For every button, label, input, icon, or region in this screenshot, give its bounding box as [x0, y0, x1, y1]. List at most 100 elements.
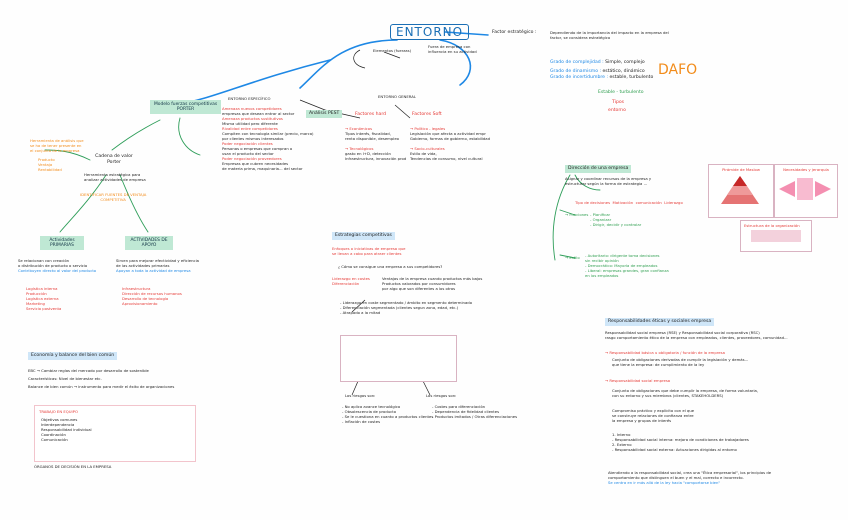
jerarquia-title: Necesidades y jerarquía: [783, 167, 829, 172]
estrategia-item: - Atrapado a la mitad: [340, 310, 381, 315]
identify-advantage: IDENTIFICAR FUENTES DE VENTAJA COMPETITI…: [80, 192, 146, 202]
nivel-line: - Responsabilidad social interna: mejora…: [612, 437, 749, 442]
ventaja-line: Ventajas de la empresa cuando productos …: [382, 276, 483, 281]
estrategias-title: Estrategias competitivas: [332, 232, 395, 240]
especifico-line: Rivalidad entre competidores: [222, 126, 278, 131]
direccion-desc: Asignar y coordinar recursos de la empre…: [565, 176, 651, 186]
porter-name: PORTER: [176, 107, 195, 112]
maslow-pyramid-image: Pirámide de Maslow: [708, 164, 774, 218]
factor-row-key: Grado de complejidad :: [550, 60, 604, 65]
riesgos-right: - Costes para diferenciación - Dependenc…: [432, 404, 517, 419]
primarias-badge: Actividades PRIMARIAS: [40, 236, 84, 250]
entorno-general-title: ENTORNO GENERAL: [378, 94, 416, 99]
factor-row-key: Grado de incertidumbre :: [550, 75, 608, 80]
estrategias-ventajas: Ventajas de la empresa cuando productos …: [382, 276, 482, 291]
compromiso-line: la empresa y grupos de interés: [612, 418, 672, 423]
economia-title: Economía y balance del bien común: [28, 352, 118, 360]
especifico-line: Poder negociación clientes: [222, 141, 273, 146]
especifico-line: Amenaza productos sustitutivos: [222, 116, 283, 121]
diferenciacion: Diferenciación: [332, 281, 360, 286]
estilo-item: - Liberal: empresas grandes, gran confia…: [585, 268, 669, 273]
analisis-pest-label: Análisis PEST: [306, 110, 343, 118]
legend-item: Responsabilidad individual: [41, 427, 92, 432]
especifico-line: Compiten con tecnología similar (precio,…: [222, 131, 314, 136]
factores-hard-label: Factores hard: [355, 112, 387, 117]
primarias-list: Logística interna Producción Logística e…: [26, 286, 61, 311]
riesgo-item: - No aplica avance tecnológico: [342, 404, 401, 409]
apoyo-desc-line: Apoyan a toda la actividad de empresa: [116, 268, 191, 273]
cadena-valor-title: Cadena de valor Porter: [95, 154, 133, 165]
estrategias-types: Liderazgo en costes Diferenciación: [332, 276, 370, 286]
especifico-line: Empresas que cubren necesidades: [222, 161, 289, 166]
especifico-line: Personas o empresas que compran o: [222, 146, 293, 151]
estrategias-diagram-image: [340, 335, 457, 382]
responsabilidad-intro: Responsabilidad social empresa (RSE) y R…: [605, 330, 788, 340]
left-note-line: el conjunto de la empresa: [30, 148, 80, 153]
cierre-line: Se centra en ir más allá de la ley hacia…: [608, 480, 721, 485]
soft-factor-detail: Tendencias de consumo, nivel cultural: [410, 156, 483, 161]
rs-basica-desc: Conjunto de obligaciones derivadas de cu…: [612, 357, 748, 367]
estrategias-intro-line: se llevan a cabo para atraer clientes: [332, 251, 402, 256]
primaria-item: Marketing: [26, 301, 45, 306]
especifico-line: Poder negociación proveedores: [222, 156, 282, 161]
compromiso-line: Compromiso práctico y explícito con el q…: [612, 408, 695, 413]
left-note-item: Producto: [38, 157, 55, 162]
apoyo-item: Desarrollo de tecnología: [122, 296, 169, 301]
ventaja-line: Productos valorados por consumidores: [382, 281, 456, 286]
left-note-item: Rentabilidad: [38, 167, 62, 172]
soft-factor-heading: → Político - legales: [410, 126, 446, 131]
connector-factor: [444, 31, 489, 36]
hard-factor-detail: Tipos interés, fiscalidad,: [345, 131, 391, 136]
role-item: Tipo de decisiones: [575, 200, 611, 205]
especifico-line: usan el producto del sector: [222, 151, 274, 156]
jerarquia-image: Necesidades y jerarquía: [774, 164, 838, 218]
tipos-label: Tipos: [612, 100, 625, 105]
legend-title: TRABAJO EN EQUIPO: [39, 409, 78, 414]
estilo-list: - Autoritario: dirigente toma decisiones…: [585, 253, 669, 278]
especifico-line: empresas que desean entrar al sector: [222, 111, 295, 116]
factor-desc: Dependiendo de la importancia del impact…: [550, 30, 669, 40]
legend-item: Interdependencia: [41, 422, 75, 427]
apoyo-item: Aprovisionamiento: [122, 301, 158, 306]
economia-lines: EBC → Cambiar reglas del mercado por des…: [28, 368, 174, 389]
riesgos-left-title: Los riesgos son:: [345, 393, 376, 398]
factor-row-value: Simple, complejo: [605, 60, 645, 65]
apoyo-item: Dirección de recursos humanos: [122, 291, 182, 296]
rs-empresa-desc: Conjunto de obligaciones que debe cumpli…: [612, 388, 758, 398]
cadena-valor-desc: Herramienta estratégica para analizar ac…: [84, 172, 146, 182]
prim-desc-line: Contribuyen directo al valor del product…: [18, 268, 97, 273]
estrategia-item: - Liderazgo en coste segmentado / ámbito…: [340, 300, 473, 305]
compromiso: Compromiso práctico y explícito con el q…: [612, 408, 694, 423]
legend-item: Objetivos comunes: [41, 417, 78, 422]
trabajo-equipo-image: TRABAJO EN EQUIPO Objetivos comunes Inte…: [34, 405, 196, 462]
primarias-desc: Se relacionan con creación o distribució…: [18, 258, 96, 273]
rs-basica-line: Conjunto de obligaciones derivadas de cu…: [612, 357, 749, 362]
hard-factor-heading: → Económicos: [345, 126, 373, 131]
riesgos-right-title: Los riesgos son:: [426, 393, 457, 398]
primaria-item: Producción: [26, 291, 47, 296]
especifico-line: por clientes mismos interesados: [222, 136, 284, 141]
entorno-especifico-title: ENTORNO ESPECÍFICO: [228, 96, 271, 101]
cadena-desc-line: Herramienta estratégica para: [84, 172, 141, 177]
apoyo-list: Infraestructura Dirección de recursos hu…: [122, 286, 182, 306]
resp-intro-line: Responsabilidad social empresa (RSE) y R…: [605, 330, 760, 335]
estilo-item: sin recibir opinión: [585, 258, 619, 263]
soft-factor-heading: → Socio-culturales: [410, 146, 445, 151]
economia-line: Características: Nivel de bienestar etc.: [28, 376, 102, 381]
influence-note: Fuera de empresa con influencia en su ac…: [428, 44, 477, 54]
soft-factor-detail: Estilo de vida,: [410, 151, 437, 156]
connector-entorno-especifico: [439, 39, 472, 86]
role-item: comunicación: [635, 200, 662, 205]
page-title: ENTORNO: [390, 24, 470, 40]
left-note-line: se ha de tener presente en: [30, 143, 82, 148]
primaria-item: Servicio postventa: [26, 306, 62, 311]
factor-label: Factor estratégico :: [492, 30, 537, 35]
estrategias-intro: Enfoques o iniciativas de empresa que se…: [332, 246, 406, 256]
direccion-title: Dirección de una empresa: [565, 165, 632, 173]
cierre-line: comportamiento que distinguen el buen y …: [608, 475, 744, 480]
factor-row-key: Grado de dinamismo :: [550, 69, 602, 74]
liderazgo-costes: Liderazgo en costes: [332, 276, 370, 281]
especifico-line: Misma utilidad pero diferente: [222, 121, 278, 126]
apoyo-desc-line: de las actividades primarias: [116, 263, 170, 268]
